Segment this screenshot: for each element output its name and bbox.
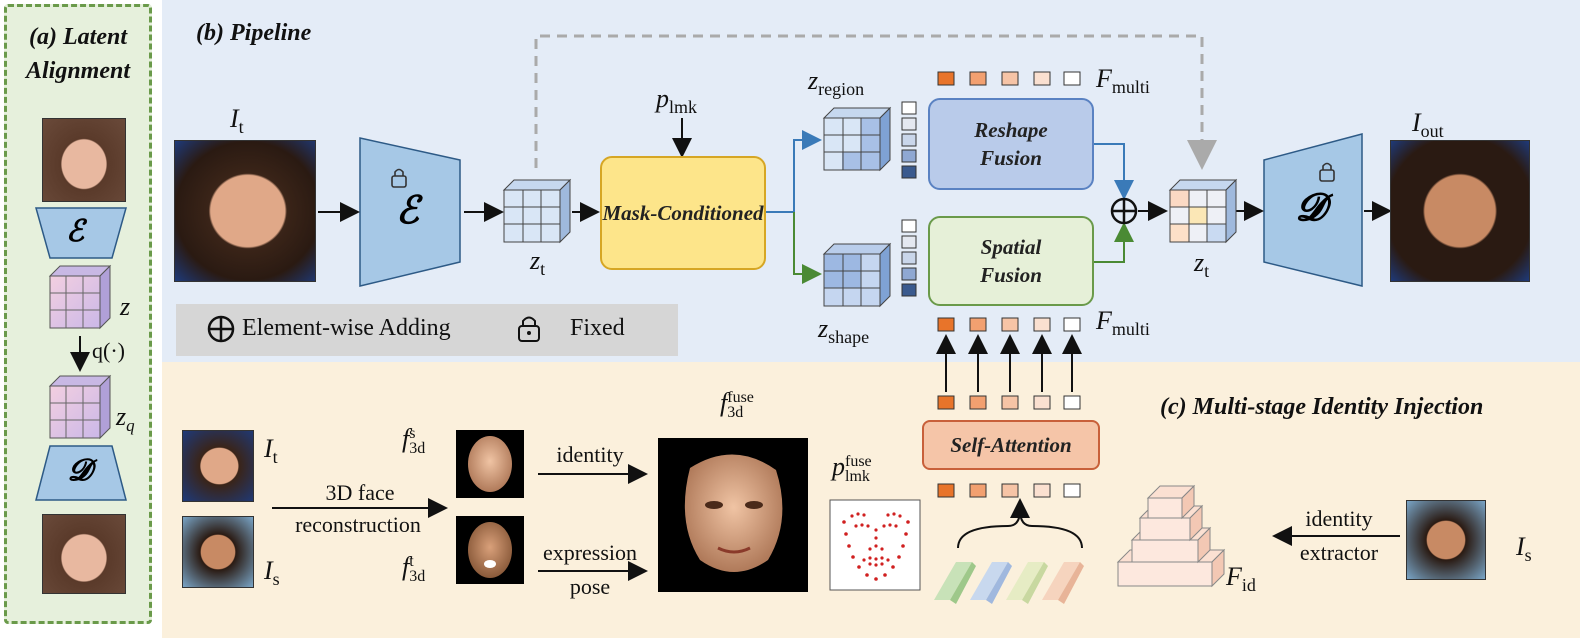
latent-output-face-image — [42, 514, 126, 594]
legend-fixed-text: Fixed — [570, 315, 625, 341]
extractor-line1: identity — [1305, 506, 1373, 531]
element-wise-add-icon — [206, 314, 236, 344]
f-id-label: Fid — [1226, 562, 1256, 596]
legend-add-text: Element-wise Adding — [242, 315, 451, 341]
is-label: Is — [264, 556, 280, 590]
spatial-fusion-block: Spatial Fusion — [928, 216, 1094, 306]
encoder-symbol: ℰ — [396, 190, 420, 232]
recon-line2: reconstruction — [295, 512, 421, 537]
reshape-fusion-block: Reshape Fusion — [928, 98, 1094, 190]
identity-arrow-label: identity — [556, 442, 624, 467]
attention-output-tokens — [937, 395, 1081, 410]
latent-zq-cube — [48, 374, 112, 440]
lock-icon — [516, 314, 542, 344]
z-region-cube — [822, 106, 892, 172]
f-multi-top-label: Fmulti — [1096, 64, 1150, 98]
expression-label: expression — [542, 540, 638, 565]
extractor-line2: extractor — [1299, 540, 1379, 565]
recon-line1: 3D face — [325, 480, 395, 505]
self-attention-block: Self-Attention — [922, 420, 1100, 470]
it-label: It — [264, 434, 278, 468]
pipeline-title: (b) Pipeline — [196, 20, 312, 46]
legend — [176, 304, 678, 356]
target-small-face-image — [182, 430, 254, 502]
attention-input-tokens — [937, 483, 1081, 498]
lock-icon — [1319, 162, 1335, 182]
latent-z-label: z — [120, 292, 131, 321]
p-lmk-label: plmk — [656, 84, 698, 118]
latent-encoder-symbol: ℰ — [66, 215, 85, 248]
lock-icon — [391, 168, 407, 188]
z-shape-cube — [822, 242, 892, 308]
latent-input-face-image — [42, 118, 126, 202]
z-region-label: zregion — [808, 66, 865, 100]
shape-token-stack — [901, 219, 917, 297]
zt-left-label: zt — [530, 246, 546, 280]
latent-decoder-symbol: 𝓓 — [68, 454, 92, 487]
latent-z-cube — [48, 264, 112, 330]
output-label: Iout — [1412, 108, 1444, 142]
latent-alignment-title: (a) Latent Alignment — [25, 24, 131, 84]
decoder-shape — [1263, 133, 1363, 287]
f-id-stack — [1116, 484, 1226, 588]
latent-zq-label: zq — [116, 402, 135, 436]
zt-left-cube — [502, 178, 572, 244]
feature-bars — [934, 562, 1084, 604]
decoder-symbol: 𝓓 — [1296, 187, 1326, 229]
target-face-image — [174, 140, 316, 282]
output-face-image — [1390, 140, 1530, 282]
f-multi-top-tokens — [937, 71, 1081, 86]
z-shape-label: zshape — [818, 314, 870, 348]
encoder-shape — [359, 137, 461, 287]
zt-right-cube — [1168, 178, 1238, 244]
mask-conditioned-block: Mask-Conditioned — [600, 156, 766, 270]
pose-label: pose — [569, 574, 611, 599]
identity-injection-title: (c) Multi-stage Identity Injection — [1160, 394, 1484, 420]
is-right-label: Is — [1516, 532, 1532, 566]
latent-decoder-shape — [35, 445, 127, 501]
latent-encoder-shape — [35, 207, 127, 259]
source-small-face-image — [182, 516, 254, 588]
f-multi-bottom-tokens — [937, 317, 1081, 332]
source-face-image — [1406, 500, 1486, 580]
zt-right-label: zt — [1194, 248, 1210, 282]
brace-symbol — [957, 509, 1083, 549]
f-multi-bottom-label: Fmulti — [1096, 306, 1150, 340]
quantizer-label: q(·) — [92, 338, 125, 363]
region-token-stack — [901, 101, 917, 179]
input-label: It — [230, 104, 244, 138]
